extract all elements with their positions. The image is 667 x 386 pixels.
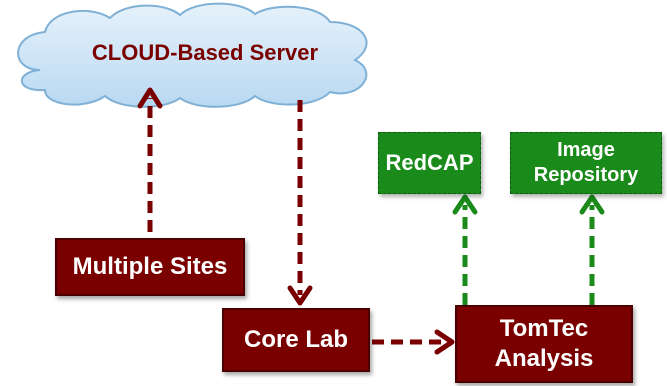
cloud-server-label: CLOUD-Based Server <box>91 40 319 65</box>
arrow-core-lab-to-tomtec <box>372 329 455 355</box>
arrow-cloud-to-core-lab <box>287 100 313 306</box>
node-redcap-label: RedCAP <box>385 150 474 175</box>
node-image-repository-label: Image Repository <box>533 139 639 186</box>
node-redcap: RedCAP <box>378 132 481 194</box>
node-multiple-sites: Multiple Sites <box>55 238 245 296</box>
cloud-shape <box>17 2 368 108</box>
arrow-tomtec-to-image-repository <box>579 194 605 305</box>
node-core-lab-label: Core Lab <box>243 326 348 353</box>
node-image-repository: Image Repository <box>510 132 662 194</box>
node-tomtec-analysis: TomTec Analysis <box>455 305 633 383</box>
arrow-multiple-sites-to-cloud <box>137 87 163 232</box>
node-core-lab: Core Lab <box>222 308 370 372</box>
node-multiple-sites-label: Multiple Sites <box>72 253 228 280</box>
arrow-tomtec-to-redcap <box>452 194 478 305</box>
node-tomtec-analysis-label: TomTec Analysis <box>494 315 594 372</box>
